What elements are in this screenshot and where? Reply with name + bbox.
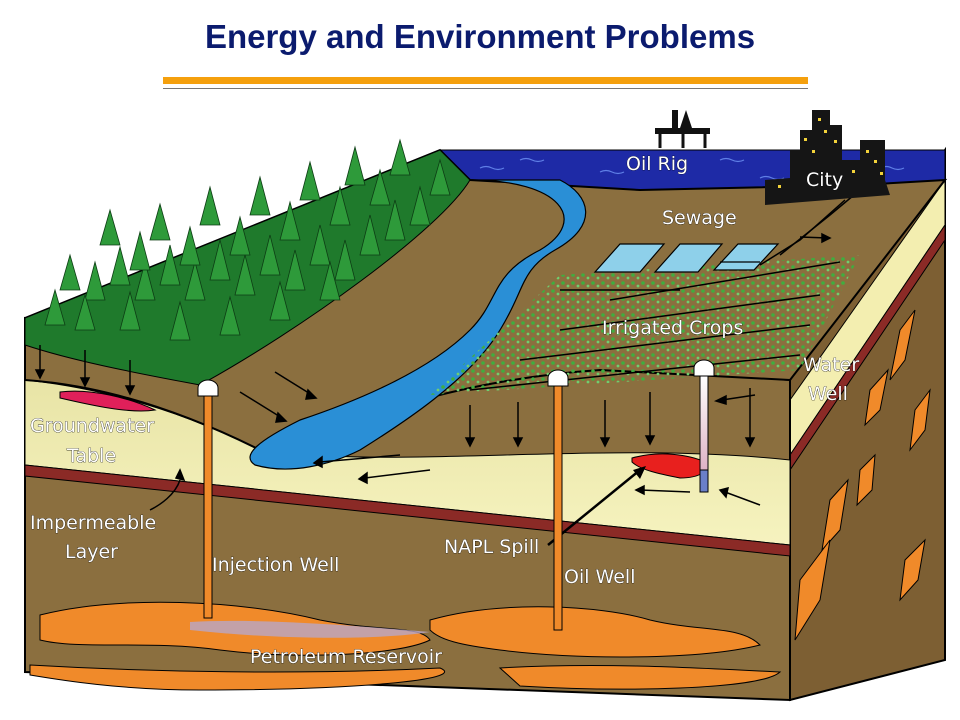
label-injection-well: Injection Well: [212, 554, 339, 576]
oil-well: [547, 369, 569, 631]
label-irrigated-crops: Irrigated Crops: [602, 317, 743, 339]
label-groundwater-line1: Groundwater: [30, 415, 154, 437]
injection-well: [197, 379, 219, 619]
label-groundwater-line2: Table: [66, 445, 116, 467]
oil-rig-icon: [655, 110, 710, 148]
infiltration-arrows: [34, 232, 832, 511]
label-oil-rig: Oil Rig: [626, 153, 688, 175]
label-impermeable-line2: Layer: [65, 541, 118, 563]
label-water-well-line2: Well: [808, 383, 848, 405]
groundwater-contaminant-plume: [59, 390, 157, 412]
label-impermeable-line1: Impermeable: [30, 512, 156, 534]
city-icon: [765, 110, 890, 205]
label-petroleum-reservoir: Petroleum Reservoir: [250, 646, 442, 668]
water-well: [693, 359, 715, 493]
label-oil-well: Oil Well: [564, 566, 635, 588]
label-napl-spill: NAPL Spill: [444, 536, 539, 558]
label-city: City: [806, 169, 843, 191]
title-underline-accent: [163, 77, 808, 84]
label-water-well-line1: Water: [803, 354, 859, 376]
title-underline-thin: [163, 88, 808, 89]
forest-trees: [44, 138, 451, 341]
page-title: Energy and Environment Problems: [204, 18, 756, 55]
label-sewage: Sewage: [662, 207, 737, 229]
diagram-labels: Oil Rig City Sewage Irrigated Crops Wate…: [30, 153, 860, 669]
block-right-face: [789, 146, 946, 702]
